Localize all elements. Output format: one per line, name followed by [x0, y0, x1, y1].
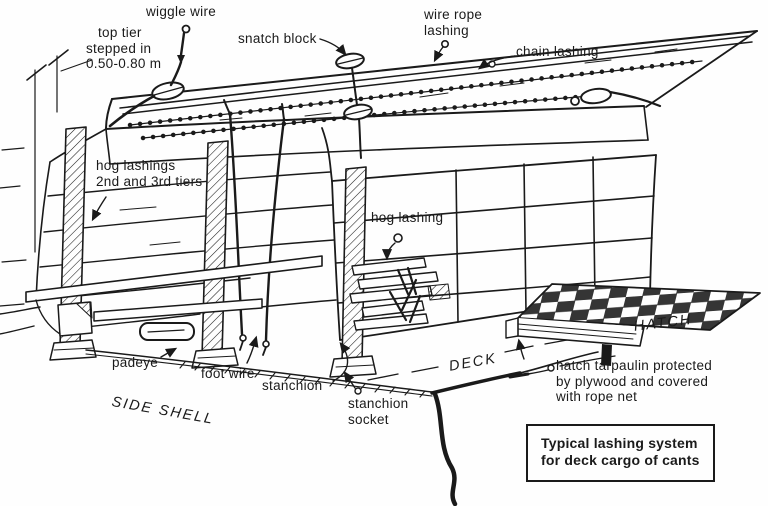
stanchion-leader [332, 341, 351, 382]
stanchion-socket-1 [49, 339, 97, 361]
label-wiggle-wire: wiggle wire [146, 4, 217, 19]
deck-edge-line [432, 391, 458, 506]
wire-rope-line-2 [122, 41, 753, 115]
foot-wire-leader [246, 335, 259, 364]
label-padeye: padeye [112, 355, 159, 370]
hatch-skirt [517, 317, 645, 347]
hog-lashing-wires [223, 99, 286, 356]
cribbing-cants [349, 257, 451, 331]
top-tier-band [105, 105, 649, 165]
label-stanchion: stanchion [262, 378, 323, 393]
dimension-marks [26, 49, 93, 253]
tarpaulin-leader [527, 369, 549, 375]
label-hog-lashing: hog lashing [371, 210, 444, 225]
label-top-tier-stepped-in: top tier stepped in 0.50-0.80 m [86, 25, 162, 71]
side-shell-rails [0, 255, 323, 341]
deck-lines [85, 339, 599, 506]
wiggle-wire-line [179, 31, 186, 57]
turnbuckle [580, 87, 612, 105]
label-chain-lashing: chain lashing [516, 44, 599, 59]
label-hatch-tarpaulin: hatch tarpaulin protected by plywood and… [556, 358, 713, 404]
snatch-block-leader [319, 38, 347, 56]
foot-wire-run [85, 349, 433, 393]
padeye-leader [160, 347, 178, 358]
rail-upper [25, 255, 323, 303]
hatch-cover [505, 283, 761, 367]
label-wire-rope-lashing: wire rope lashing [424, 7, 483, 38]
wire-rope-leader [433, 46, 444, 63]
rope-net-pattern [518, 284, 760, 330]
wiggle-wire-eye [181, 24, 191, 34]
chain-lashing-leader [477, 55, 516, 70]
label-snatch-block: snatch block [238, 31, 317, 46]
caption-line-1: Typical lashing system [541, 435, 698, 451]
label-foot-wire: foot wire [201, 366, 255, 381]
wire-rope-line-1 [119, 35, 751, 109]
hog-lashings-leader [91, 196, 107, 222]
leader-lines [91, 38, 555, 395]
hatch-leg [601, 344, 612, 366]
rail-lower [93, 298, 263, 322]
stanchion-socket-leader [343, 370, 356, 389]
label-stanchion-socket: stanchion socket [348, 396, 409, 427]
label-hog-lashings-tiers: hog lashings 2nd and 3rd tiers [96, 158, 203, 189]
caption-line-2: for deck cargo of cants [541, 452, 700, 468]
caption-box: Typical lashing system for deck cargo of… [526, 424, 715, 482]
hog-lashing-leader [381, 242, 396, 261]
top-lashings [108, 24, 753, 159]
stanchion-post-2 [201, 140, 229, 358]
